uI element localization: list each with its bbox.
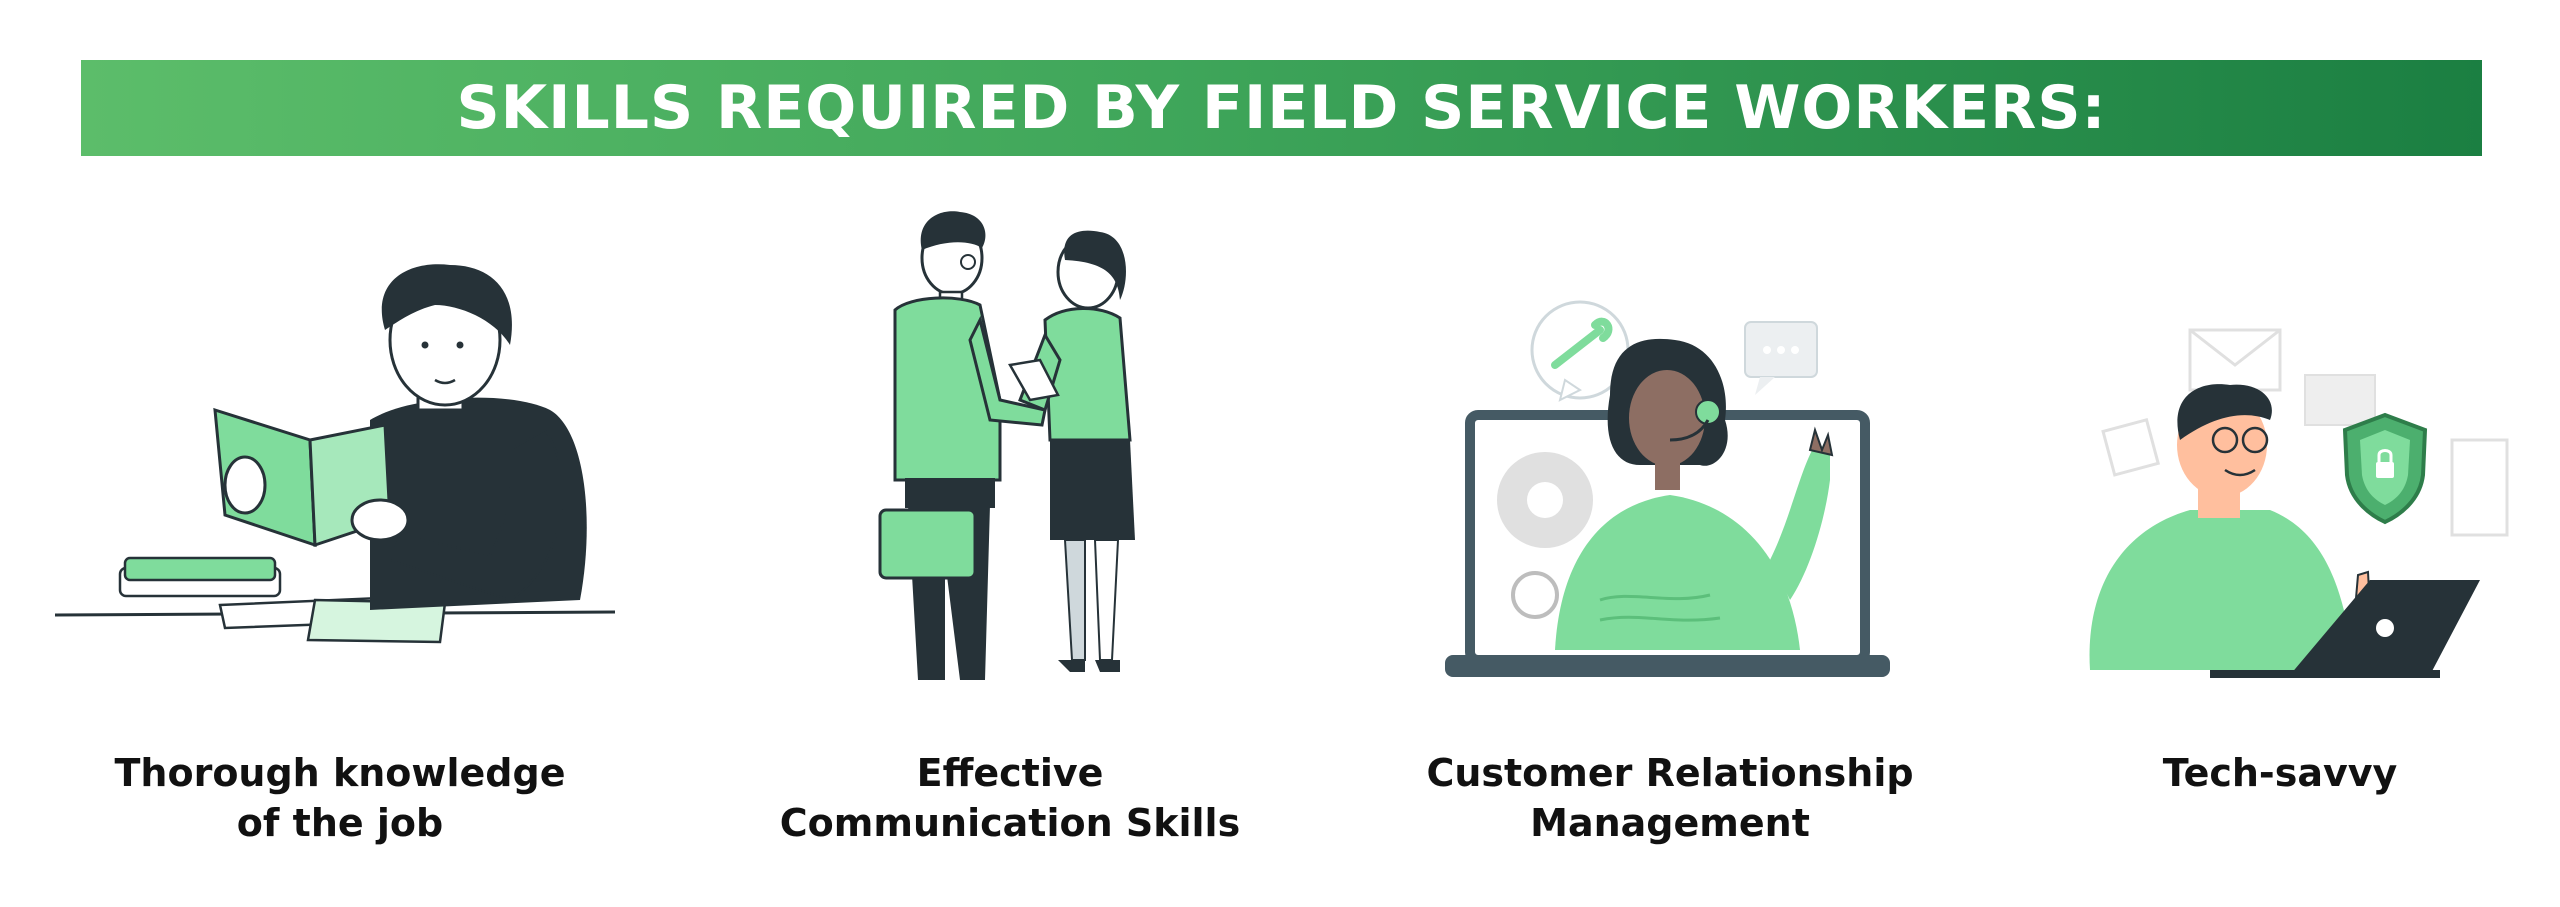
skill-card-communication: Effective Communication Skills: [700, 0, 1320, 907]
person-laptop-security-icon: [2089, 328, 2509, 678]
support-agent-laptop-icon: [1445, 300, 1890, 677]
skill-caption: Effective Communication Skills: [700, 748, 1320, 848]
caption-line: Effective: [916, 751, 1104, 795]
document-icon: [2450, 438, 2509, 537]
caption-line: Communication Skills: [779, 801, 1241, 845]
skill-caption: Thorough knowledge of the job: [40, 748, 640, 848]
handshake-icon: [878, 211, 1135, 680]
wrench-icon: [1551, 317, 1613, 369]
caption-line: Customer Relationship: [1426, 751, 1914, 795]
caption-line: Tech-savvy: [2162, 751, 2398, 795]
title-banner: SKILLS REQUIRED BY FIELD SERVICE WORKERS…: [81, 60, 2482, 156]
skill-card-tech-savvy: Tech-savvy: [2040, 0, 2520, 907]
banner-title: SKILLS REQUIRED BY FIELD SERVICE WORKERS…: [456, 73, 2107, 143]
lock-icon: [2376, 462, 2394, 478]
skill-card-knowledge: Thorough knowledge of the job: [40, 0, 640, 907]
person-reading-book-icon: [54, 264, 616, 644]
skill-caption: Customer Relationship Management: [1370, 748, 1970, 848]
caption-line: Thorough knowledge: [114, 751, 566, 795]
skill-card-crm: Customer Relationship Management: [1370, 0, 1970, 907]
caption-line: of the job: [236, 801, 444, 845]
image-icon: [2304, 374, 2376, 426]
caption-line: Management: [1530, 801, 1810, 845]
skill-caption: Tech-savvy: [2040, 748, 2520, 798]
